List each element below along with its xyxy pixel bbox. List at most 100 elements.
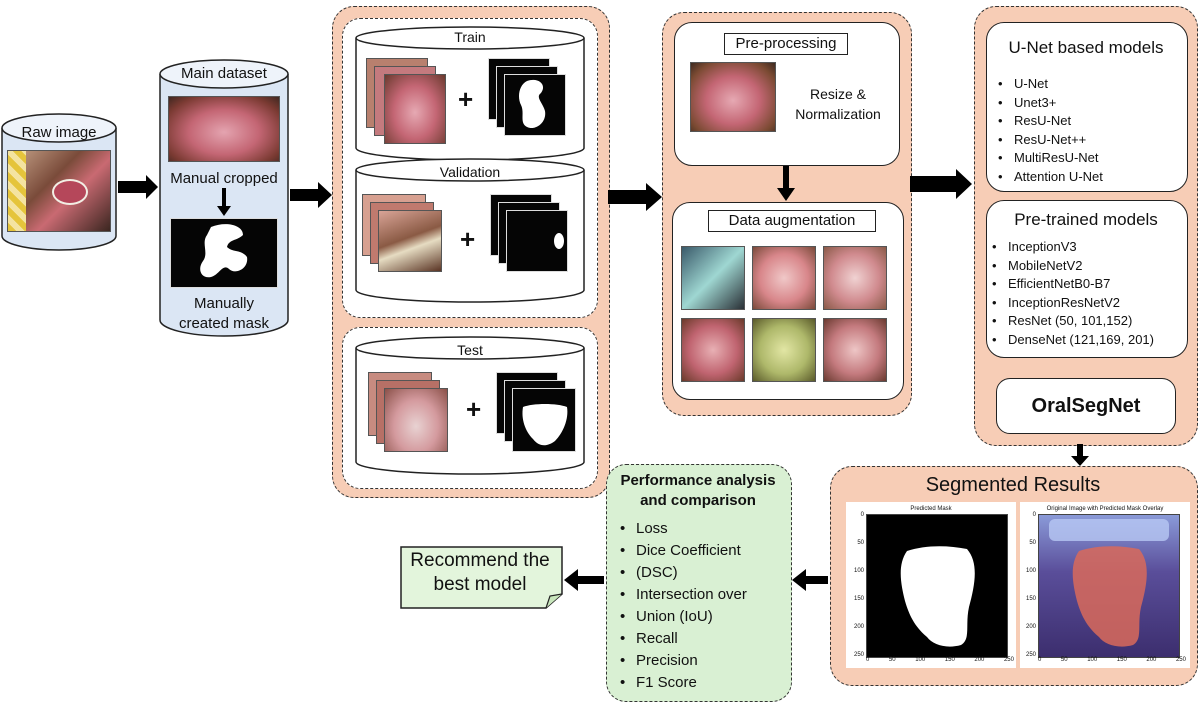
y-tick: 100 <box>853 568 864 574</box>
manual-cropped-label: Manual cropped <box>170 170 278 187</box>
metric-item: F1 Score <box>618 672 788 694</box>
metric-item: Precision <box>618 650 788 672</box>
validation-plus-sign: + <box>460 224 476 254</box>
arrow-performance-to-recommend <box>564 569 604 591</box>
x-tick: 50 <box>1060 657 1068 663</box>
preprocessing-description-line2: Normalization <box>795 106 881 122</box>
performance-title-line1: Performance analysis <box>620 472 776 489</box>
unet-model-item: ResU-Net++ <box>996 131 1182 150</box>
manual-mask-label-line2: created mask <box>178 315 270 332</box>
y-tick: 200 <box>1025 624 1036 630</box>
pretrained-models-title: Pre-trained models <box>1014 210 1158 229</box>
recommend-line1: Recommend the <box>410 550 550 571</box>
test-plus-sign: + <box>466 394 482 424</box>
overlay-plot-title: Original Image with Predicted Mask Overl… <box>1046 506 1164 512</box>
test-mask-front <box>512 388 576 452</box>
segmented-results-title: Segmented Results <box>925 474 1101 496</box>
metric-item: Recall <box>618 628 788 650</box>
unet-model-item: MultiResU-Net <box>996 149 1182 168</box>
preprocessing-description: Resize & Normalization <box>784 84 892 124</box>
train-label: Train <box>454 29 486 45</box>
pretrained-model-item: MobileNetV2 <box>990 257 1184 276</box>
recommend-text: Recommend the best model <box>400 549 560 597</box>
x-tick: 100 <box>1087 657 1098 663</box>
augmented-photo-5 <box>752 318 816 382</box>
y-tick: 50 <box>1029 540 1036 546</box>
x-tick: 250 <box>1003 657 1014 663</box>
test-photo-front <box>384 388 448 452</box>
augmented-photo-1 <box>681 246 745 310</box>
y-tick: 50 <box>857 540 864 546</box>
y-tick: 100 <box>1025 568 1036 574</box>
augmentation-title: Data augmentation <box>708 210 876 232</box>
predicted-mask-plot: Predicted Mask 0 50 100 150 200 250 0 50… <box>846 502 1016 668</box>
x-tick: 250 <box>1175 657 1186 663</box>
y-tick: 150 <box>1025 596 1036 602</box>
recommend-line2: best model <box>433 574 527 595</box>
preprocessed-photo <box>690 62 776 132</box>
unet-models-title: U-Net based models <box>1008 38 1164 57</box>
raw-image-label: Raw image <box>21 124 97 141</box>
x-tick: 200 <box>1146 657 1157 663</box>
unet-model-item: Unet3+ <box>996 94 1182 113</box>
raw-patient-photo <box>7 150 111 232</box>
x-tick: 200 <box>974 657 985 663</box>
x-tick: 150 <box>1116 657 1127 663</box>
overlay-x-ticks: 0 50 100 150 200 250 <box>1038 657 1186 663</box>
y-tick: 150 <box>853 596 864 602</box>
train-plus-sign: + <box>458 84 474 114</box>
preprocessing-description-line1: Resize & <box>809 86 867 102</box>
pretrained-models-list: InceptionV3 MobileNetV2 EfficientNetB0-B… <box>990 238 1184 349</box>
x-tick: 50 <box>888 657 896 663</box>
arrow-preprocessing-to-augmentation <box>777 166 795 201</box>
preprocessing-title: Pre-processing <box>724 33 848 55</box>
arrow-raw-to-dataset <box>118 175 158 199</box>
arrow-dataset-to-splits <box>290 182 332 208</box>
metric-item: Intersection over <box>618 584 788 606</box>
pretrained-model-item: InceptionResNetV2 <box>990 294 1184 313</box>
augmented-photo-4 <box>681 318 745 382</box>
unet-model-item: Attention U-Net <box>996 168 1182 187</box>
validation-mask-front <box>506 210 568 272</box>
pretrained-model-item: ResNet (50, 101,152) <box>990 312 1184 331</box>
metric-item-continuation: (DSC) <box>618 562 788 584</box>
overlay-plot: Original Image with Predicted Mask Overl… <box>1020 502 1190 668</box>
arrow-models-to-results <box>1071 444 1089 466</box>
performance-analysis-title: Performance analysis and comparison <box>606 471 790 511</box>
x-tick: 100 <box>915 657 926 663</box>
metric-item: Dice Coefficient <box>618 540 788 562</box>
augmented-photo-3 <box>823 246 887 310</box>
y-tick: 200 <box>853 624 864 630</box>
overlay-plot-area <box>1038 514 1180 658</box>
train-photo-front <box>384 74 446 144</box>
manual-mask-label-line1: Manually <box>193 295 255 312</box>
validation-photo-front <box>378 210 442 272</box>
unet-model-item: U-Net <box>996 75 1182 94</box>
augmented-photo-2 <box>752 246 816 310</box>
unet-model-item: ResU-Net <box>996 112 1182 131</box>
arrow-splits-to-preprocessing <box>608 183 662 211</box>
unet-models-list: U-Net Unet3+ ResU-Net ResU-Net++ MultiRe… <box>996 75 1182 186</box>
x-tick: 150 <box>944 657 955 663</box>
x-tick: 0 <box>866 657 870 663</box>
predicted-mask-y-ticks: 0 50 100 150 200 250 <box>850 512 864 658</box>
manual-mask-image <box>170 218 278 288</box>
x-tick: 0 <box>1038 657 1042 663</box>
performance-title-line2: and comparison <box>640 492 756 509</box>
predicted-mask-plot-area <box>866 514 1008 658</box>
main-dataset-title: Main dataset <box>181 65 267 82</box>
manual-mask-label: Manually created mask <box>158 294 290 334</box>
augmented-photo-6 <box>823 318 887 382</box>
arrow-results-to-performance <box>792 569 828 591</box>
arrow-crop-to-mask <box>217 188 231 216</box>
y-tick: 0 <box>1032 512 1036 518</box>
y-tick: 250 <box>853 652 864 658</box>
y-tick: 0 <box>860 512 864 518</box>
metric-item-continuation: Union (IoU) <box>618 606 788 628</box>
performance-metrics-list: Loss Dice Coefficient (DSC) Intersection… <box>618 518 788 694</box>
pretrained-model-item: InceptionV3 <box>990 238 1184 257</box>
arrow-augmentation-to-models <box>910 169 972 199</box>
y-tick: 250 <box>1025 652 1036 658</box>
cropped-mouth-photo <box>168 96 280 162</box>
